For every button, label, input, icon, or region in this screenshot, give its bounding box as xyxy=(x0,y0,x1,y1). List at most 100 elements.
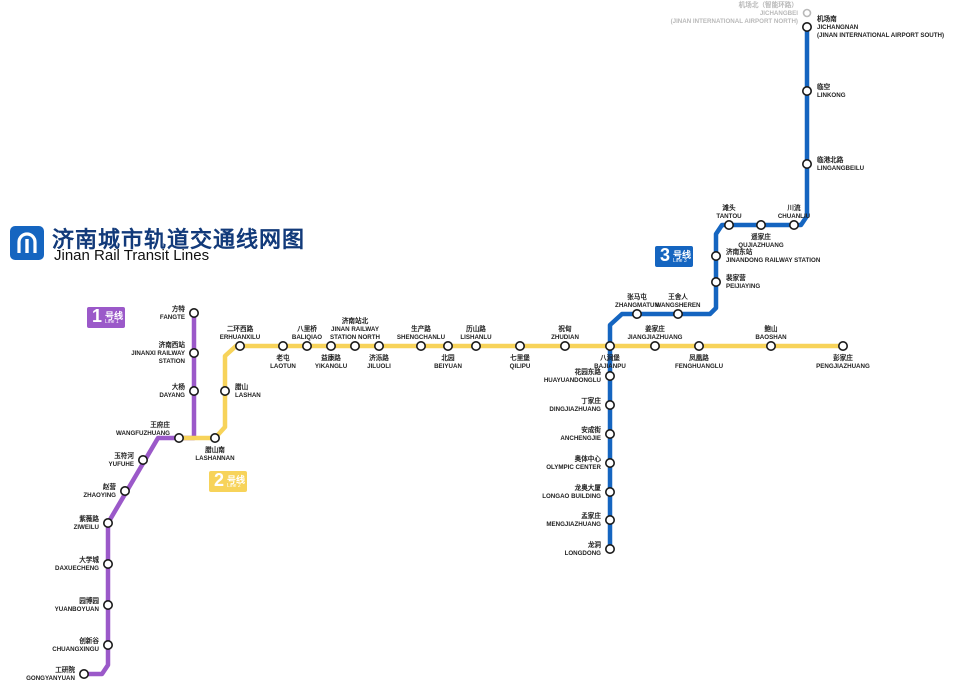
station-name-en: (JINAN INTERNATIONAL AIRPORT SOUTH) xyxy=(817,32,944,39)
station-laotun[interactable] xyxy=(277,340,288,351)
station-olympic-center[interactable] xyxy=(604,457,615,468)
jinan-metro-logo-icon xyxy=(10,226,44,260)
station-name-cn: 遥家庄 xyxy=(751,232,771,241)
station-yufuhe[interactable] xyxy=(138,454,149,465)
line2-badge-en: Line 2 xyxy=(227,483,241,489)
station-name-cn: 腊山南 xyxy=(205,445,225,454)
station-lashannan[interactable] xyxy=(210,432,221,443)
station-baoshan[interactable] xyxy=(765,340,776,351)
station-yuanboyuan[interactable] xyxy=(103,599,114,610)
station-name-en: WANGFUZHUANG xyxy=(116,430,170,437)
station-name-en: ZHAOYING xyxy=(83,492,116,499)
station-ziweilu[interactable] xyxy=(103,517,114,528)
station-name-cn: 张马屯 xyxy=(627,292,647,301)
station-pengjiazhuang[interactable] xyxy=(837,340,848,351)
station-name-cn: 玉符河 xyxy=(114,451,134,460)
station-name-en: JICHANGBEI xyxy=(760,10,798,17)
station-markers xyxy=(79,8,848,679)
station-name-cn: 奥体中心 xyxy=(575,454,602,463)
station-huayuandonglu[interactable] xyxy=(604,370,615,381)
station-name-cn: 园博园 xyxy=(79,596,99,605)
station-jichangnan[interactable] xyxy=(801,21,812,32)
line2-badge-number: 2 xyxy=(214,470,225,490)
line3-badge: 3 号线 Line 3 xyxy=(655,245,693,267)
station-name-cn: 紫薇路 xyxy=(79,514,99,523)
station-chuangxingu[interactable] xyxy=(103,639,114,650)
line1-badge: 1 号线 Line 1 xyxy=(87,306,125,328)
station-anchengjie[interactable] xyxy=(604,428,615,439)
station-daxuecheng[interactable] xyxy=(103,558,114,569)
station-name-cn: 祝甸 xyxy=(558,324,572,333)
station-name-en: BAJIANPU xyxy=(594,363,626,370)
station-jiangjiazhuang[interactable] xyxy=(649,340,660,351)
station-name-en: JINANXI RAILWAY xyxy=(131,350,186,357)
station-name-en: LISHANLU xyxy=(460,334,492,341)
station-name-en: LONGAO BUILDING xyxy=(542,493,601,500)
station-name-cn: 二环西路 xyxy=(227,324,254,333)
station-wangsheren[interactable] xyxy=(672,308,683,319)
station-name-cn: 生产路 xyxy=(411,324,431,333)
station-dingjiazhuang[interactable] xyxy=(604,399,615,410)
station-shengchanlu[interactable] xyxy=(415,340,426,351)
line1-badge-number: 1 xyxy=(92,306,103,326)
station-name-cn: 八涧堡 xyxy=(599,353,620,362)
station-name-en: STATION NORTH xyxy=(330,334,380,341)
station-name-en: OLYMPIC CENTER xyxy=(546,464,601,471)
station-name-en: FENGHUANGLU xyxy=(675,363,724,370)
station-name-cn: 鲍山 xyxy=(764,324,778,333)
station-jinandong-railway-station[interactable] xyxy=(710,251,721,262)
station-name-en: MENGJIAZHUANG xyxy=(546,521,601,528)
line3-path xyxy=(607,24,810,552)
station-bajianpu[interactable] xyxy=(604,340,615,351)
station-jinanxi-railway[interactable] xyxy=(189,347,200,358)
station-name-en: LINGANGBEILU xyxy=(817,165,865,172)
station-qilipu[interactable] xyxy=(514,340,525,351)
station-name-cn: 裴家营 xyxy=(725,273,746,282)
station-tantou[interactable] xyxy=(723,220,734,231)
station-name-cn: 龙奥大厦 xyxy=(575,483,602,492)
station-fangte[interactable] xyxy=(189,307,200,318)
station-fenghuanglu[interactable] xyxy=(693,340,704,351)
station-lingangbeilu[interactable] xyxy=(801,159,812,170)
station-longdong[interactable] xyxy=(604,543,615,554)
station-zhudian[interactable] xyxy=(559,340,570,351)
station-lashan[interactable] xyxy=(220,385,231,396)
station-name-en: ERHUANXILU xyxy=(220,334,261,341)
station-name-cn: 孟家庄 xyxy=(581,511,601,520)
station-name-en: TANTOU xyxy=(716,213,742,220)
station-name-cn: 济泺路 xyxy=(369,353,389,362)
station-name-en: BEIYUAN xyxy=(434,363,462,370)
station-name-cn: 老屯 xyxy=(275,353,290,362)
station-name-en: JILUOLI xyxy=(367,363,391,370)
station-erhuanxilu[interactable] xyxy=(235,340,246,351)
station-name-en: GONGYANYUAN xyxy=(26,675,75,682)
station-jinan-railway[interactable] xyxy=(349,340,360,351)
line3-badge-cn: 号线 xyxy=(673,250,692,260)
station-name-en: LINKONG xyxy=(817,92,846,99)
station-mengjiazhuang[interactable] xyxy=(604,514,615,525)
station-zhaoying[interactable] xyxy=(120,485,131,496)
station-yikanglu[interactable] xyxy=(325,340,336,351)
station-dayang[interactable] xyxy=(189,385,200,396)
station-beiyuan[interactable] xyxy=(442,340,453,351)
station-gongyanyuan[interactable] xyxy=(79,668,90,679)
station-qujiazhuang[interactable] xyxy=(755,220,766,231)
station-name-cn: 益康路 xyxy=(321,353,341,362)
station-jiluoli[interactable] xyxy=(373,340,384,351)
line1-badge-en: Line 1 xyxy=(105,319,119,325)
station-name-en: CHUANLIU xyxy=(778,213,811,220)
station-lishanlu[interactable] xyxy=(470,340,481,351)
station-zhangmatun[interactable] xyxy=(631,308,642,319)
station-chuanliu[interactable] xyxy=(788,220,799,231)
station-name-cn: 赵营 xyxy=(102,482,117,491)
station-jichangbei[interactable] xyxy=(802,8,812,18)
station-name-cn: 姜家庄 xyxy=(645,324,665,333)
station-linkong[interactable] xyxy=(801,86,812,97)
station-longao-building[interactable] xyxy=(604,486,615,497)
station-name-cn: 工研院 xyxy=(55,665,75,674)
station-peijiaying[interactable] xyxy=(710,276,721,287)
station-baliqiao[interactable] xyxy=(301,340,312,351)
station-wangfuzhuang[interactable] xyxy=(174,432,185,443)
station-name-en: FANGTE xyxy=(160,314,185,321)
